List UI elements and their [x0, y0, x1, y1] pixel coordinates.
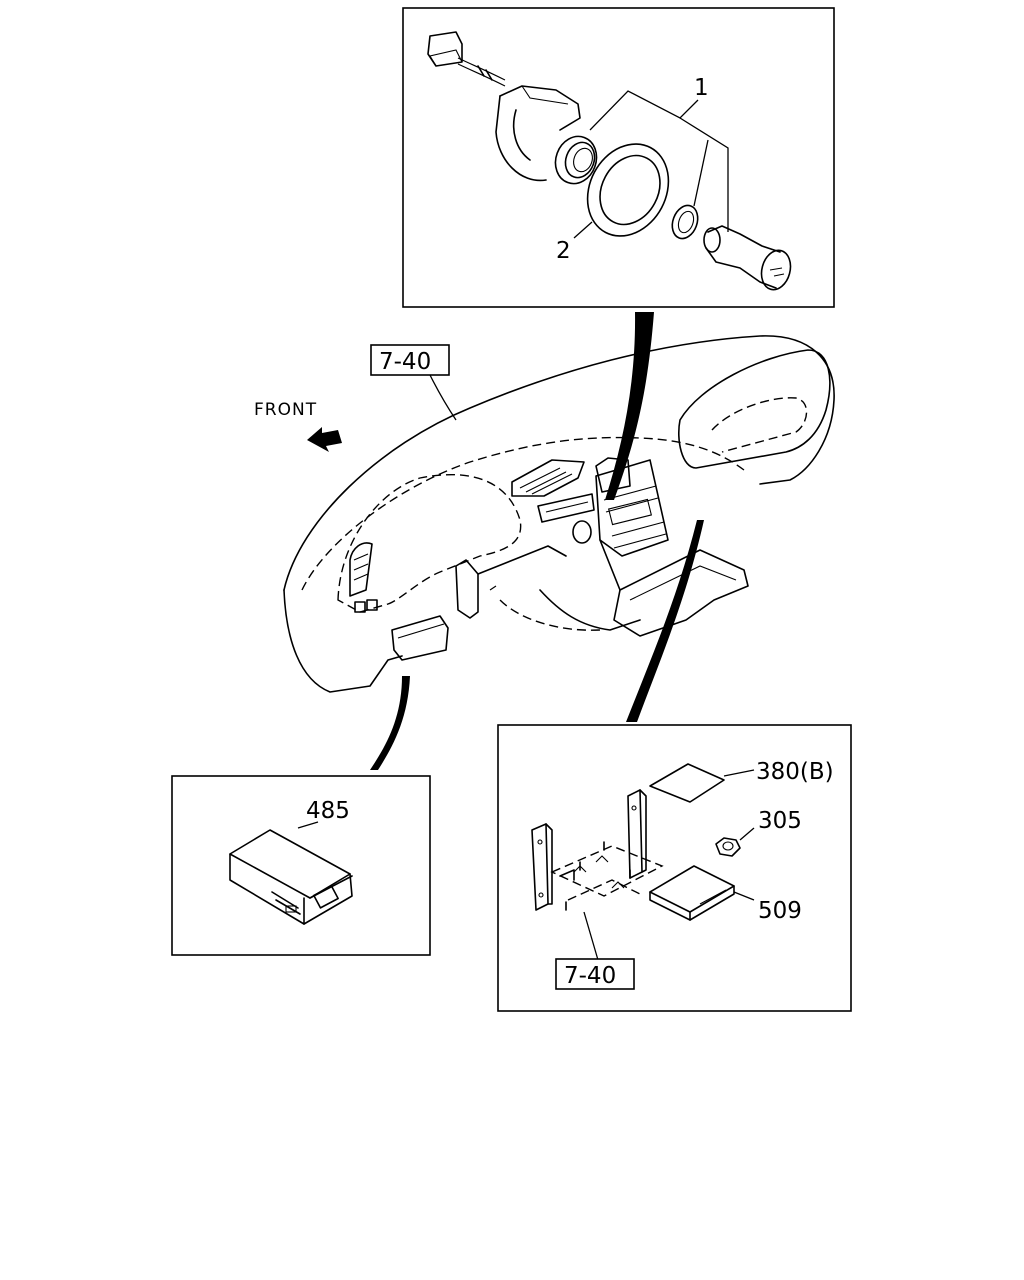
module-485-drawing [229, 821, 353, 925]
part-label-2: 2 [556, 238, 571, 264]
front-arrow-icon [307, 427, 342, 452]
detail-box-485 [171, 775, 431, 956]
bracket-assembly-drawing [531, 763, 755, 961]
ref-box-top [370, 344, 457, 421]
part-label-305: 305 [758, 808, 802, 834]
instrument-panel-drawing [283, 335, 835, 693]
ref-box-bottom [555, 958, 635, 990]
callout-ribbon-right [626, 520, 704, 722]
part-label-380b: 380(B) [756, 759, 834, 785]
lighter-assembly-drawing [427, 31, 792, 291]
part-label-1: 1 [694, 75, 709, 101]
detail-box-lighter [402, 7, 835, 308]
ref-label-top: 7-40 [379, 349, 431, 375]
part-label-509: 509 [758, 898, 802, 924]
ref-label-bottom: 7-40 [564, 963, 616, 989]
front-label: FRONT [254, 400, 317, 420]
callout-ribbon-left [370, 676, 410, 770]
callout-ribbon-top [605, 312, 654, 500]
part-label-485: 485 [306, 798, 350, 824]
